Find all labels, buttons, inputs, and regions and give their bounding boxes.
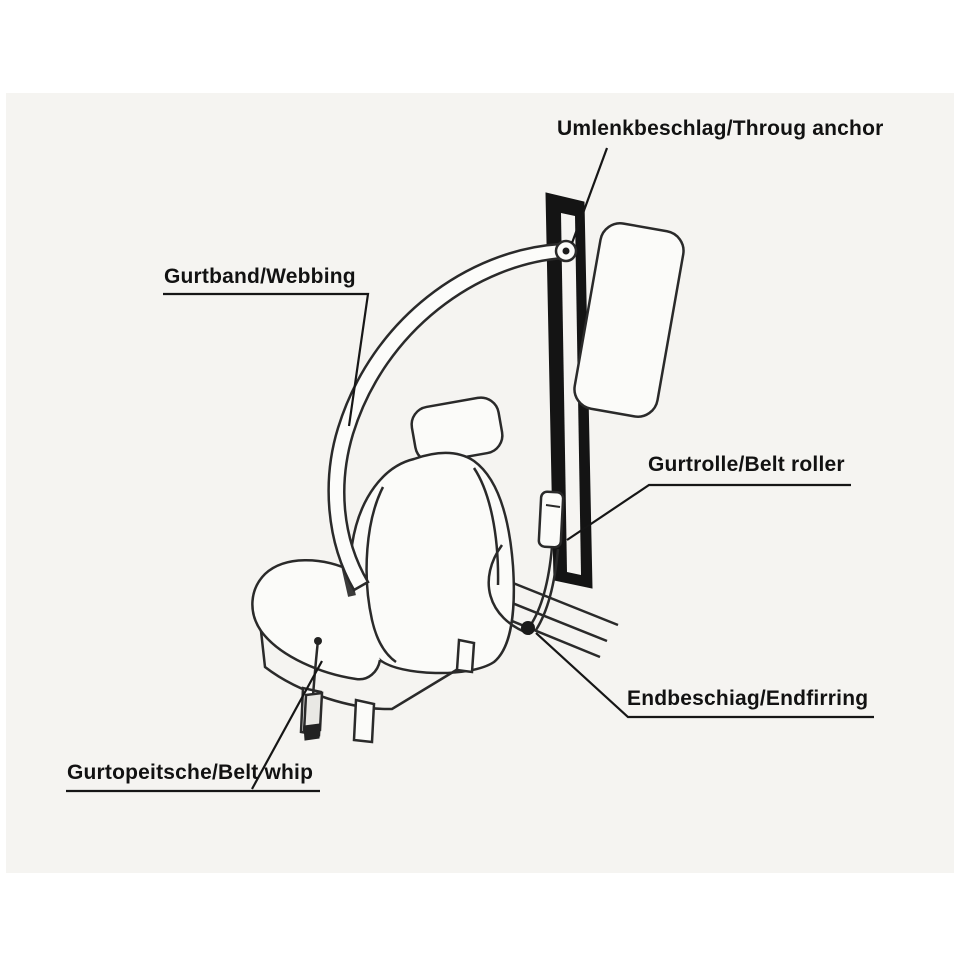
end-fitting-anchor	[521, 621, 535, 635]
label-webbing: Gurtband/Webbing	[164, 265, 356, 288]
belt-roller-unit	[537, 490, 565, 549]
label-belt-roller: Gurtrolle/Belt roller	[648, 453, 845, 476]
leader-line-end-fitting	[535, 632, 874, 719]
leader-line-webbing	[163, 292, 370, 427]
window-glass	[573, 222, 685, 418]
lap-belt	[487, 544, 560, 636]
belt-whip-strap	[302, 637, 324, 741]
belt-webbing	[327, 242, 566, 592]
leader-line-belt-whip	[251, 660, 323, 790]
label-belt-whip: Gurtopeitsche/Belt whip	[67, 761, 314, 784]
through-anchor-fitting	[554, 239, 578, 263]
seat-back	[348, 451, 516, 675]
pillar-belt-stripe	[561, 213, 581, 575]
label-through-anchor: Umlenkbeschlag/Throug anchor	[557, 117, 884, 140]
b-pillar	[545, 192, 593, 589]
seat	[251, 396, 516, 744]
label-end-fitting: Endbeschiag/Endfirring	[627, 687, 869, 710]
leader-line-through-anchor	[570, 147, 609, 244]
leader-line-belt-roller	[566, 483, 851, 541]
